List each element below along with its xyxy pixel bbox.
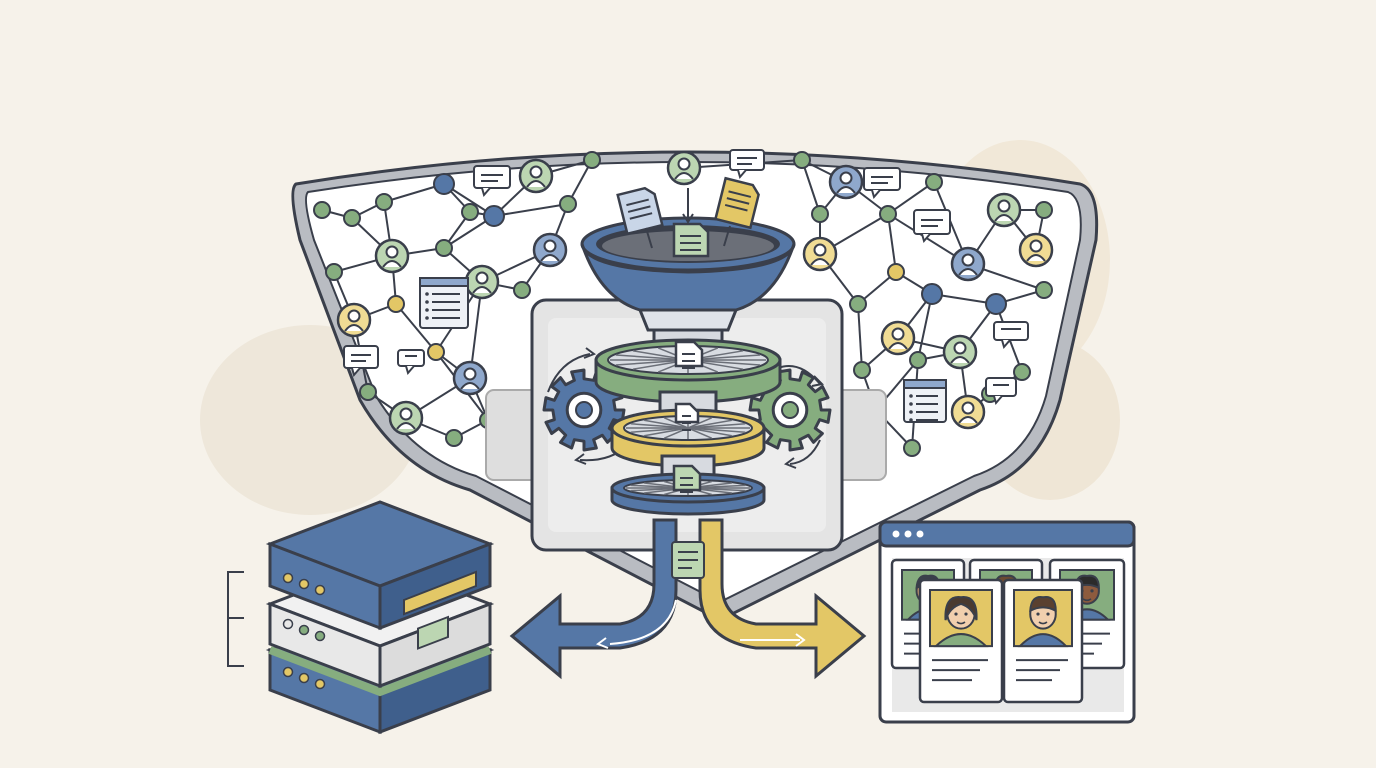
network-node-icon [313, 201, 331, 219]
network-node-icon [559, 195, 577, 213]
document-icon [616, 186, 664, 236]
list-panel-icon [419, 277, 469, 329]
network-node-icon [925, 173, 943, 191]
network-node-icon [583, 151, 601, 169]
profile-card-icon [918, 578, 1004, 704]
network-edge [887, 213, 897, 273]
chat-bubble-icon [863, 167, 901, 200]
network-edge [887, 181, 935, 215]
network-node-icon [427, 343, 445, 361]
network-edge [801, 159, 821, 215]
network-node-icon [793, 151, 811, 169]
list-panel-icon [903, 379, 947, 423]
network-edge [493, 203, 569, 217]
network-node-icon [513, 281, 531, 299]
document-icon [674, 402, 700, 431]
network-node-icon [359, 383, 377, 401]
status-lights [282, 572, 326, 690]
documents-entering-funnel [616, 176, 760, 493]
network-node-icon [985, 293, 1007, 315]
document-icon [674, 340, 704, 369]
person-node-icon [336, 302, 372, 338]
document-icon [671, 541, 705, 579]
person-node-icon [666, 150, 702, 186]
person-node-icon [802, 236, 838, 272]
person-node-icon [532, 232, 568, 268]
person-node-icon [464, 264, 500, 300]
chat-bubble-icon [913, 209, 951, 244]
network-node-icon [435, 239, 453, 257]
chat-bubble-icon [729, 149, 765, 180]
network-edge [395, 303, 437, 353]
person-node-icon [518, 158, 554, 194]
network-edge [857, 303, 863, 371]
output-pipes [509, 518, 867, 680]
chat-bubbles [343, 149, 1029, 423]
person-node-icon [828, 164, 864, 200]
person-node-icon [1018, 232, 1054, 268]
network-node-icon [483, 205, 505, 227]
chat-bubble-icon [343, 345, 379, 378]
chat-bubble-icon [397, 349, 425, 376]
network-nodes [313, 150, 1054, 457]
network-node-icon [903, 439, 921, 457]
document-icon [713, 176, 760, 230]
chat-bubble-icon [985, 377, 1017, 406]
network-node-icon [811, 205, 829, 223]
person-node-icon [950, 394, 986, 430]
network-node-icon [887, 263, 905, 281]
person-node-icon [388, 400, 424, 436]
network-node-icon [1013, 363, 1031, 381]
network-node-icon [461, 203, 479, 221]
network-node-icon [879, 205, 897, 223]
network-edge [917, 293, 933, 361]
person-node-icon [880, 320, 916, 356]
network-node-icon [375, 193, 393, 211]
person-node-icon [950, 246, 986, 282]
network-node-icon [909, 351, 927, 369]
chat-bubble-icon [473, 165, 511, 198]
network-node-icon [1035, 281, 1053, 299]
network-node-icon [849, 295, 867, 313]
database-icon [227, 500, 495, 735]
profile-cards [890, 558, 1126, 704]
filter-ring-icon [610, 472, 766, 516]
network-node-icon [433, 173, 455, 195]
network-node-icon [1035, 201, 1053, 219]
person-node-icon [374, 238, 410, 274]
network-node-icon [343, 209, 361, 227]
profile-card-icon [1002, 578, 1084, 704]
person-node-icon [452, 360, 488, 396]
network-node-icon [853, 361, 871, 379]
network-node-icon [921, 283, 943, 305]
document-icon [672, 222, 710, 258]
document-icon [672, 464, 702, 493]
person-node-icon [986, 192, 1022, 228]
person-node-icon [942, 334, 978, 370]
network-node-icon [387, 295, 405, 313]
network-node-icon [445, 429, 463, 447]
arrow-right-icon [698, 518, 867, 680]
network-node-icon [325, 263, 343, 281]
chat-bubble-icon [993, 321, 1029, 350]
